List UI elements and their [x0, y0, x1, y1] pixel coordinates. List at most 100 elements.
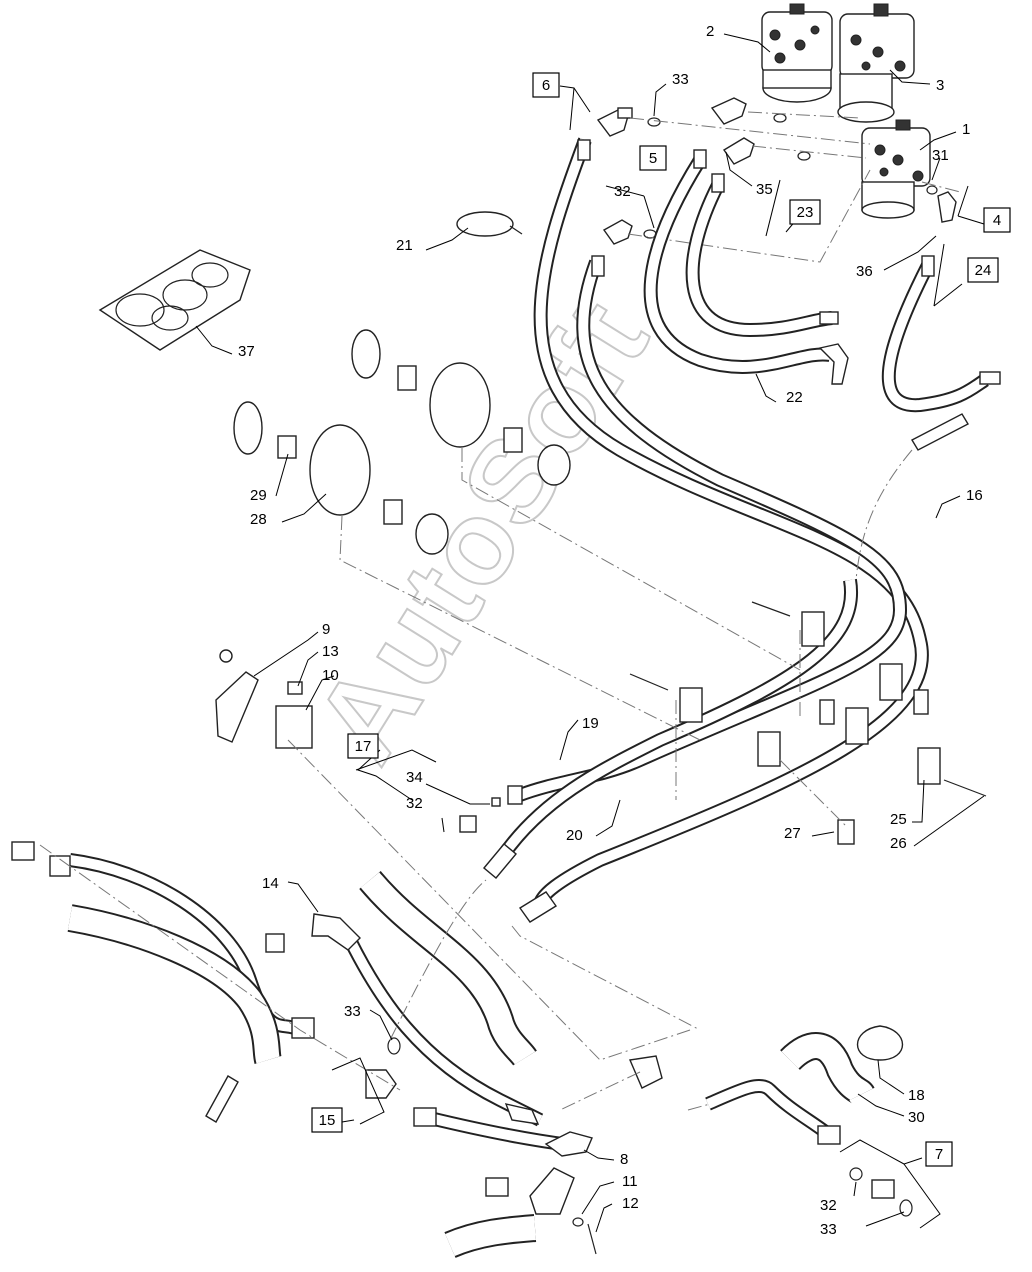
svg-text:15: 15 — [319, 1112, 336, 1129]
boxed-callout-4[interactable]: 4 — [983, 207, 1011, 233]
plate — [913, 689, 929, 715]
elbow-fitting-a — [710, 97, 747, 125]
steering-unit-2 — [761, 3, 833, 103]
clamp-insert — [503, 427, 523, 453]
seal-kit-37 — [98, 249, 251, 351]
svg-text:6: 6 — [542, 77, 550, 94]
hose-lower-a — [69, 853, 304, 1037]
o-ring-33-low — [387, 1037, 401, 1055]
clamp-21 — [456, 211, 523, 237]
svg-text:24: 24 — [975, 262, 992, 279]
alignment-line — [921, 181, 961, 193]
clamp-block — [879, 663, 903, 701]
callout-32-right[interactable]: 32 — [820, 1197, 837, 1214]
callout-37[interactable]: 37 — [238, 343, 255, 360]
elbow-fitting-6 — [596, 107, 633, 137]
callout-31[interactable]: 31 — [932, 147, 949, 164]
hose-end-16-top — [911, 413, 969, 451]
o-ring-a — [773, 113, 787, 123]
boxed-callout-7[interactable]: 7 — [925, 1141, 953, 1167]
callout-19[interactable]: 19 — [582, 715, 599, 732]
elbow-fitting-5 — [602, 219, 633, 245]
bolt — [629, 673, 669, 691]
callout-27[interactable]: 27 — [784, 825, 801, 842]
alignment-line — [855, 449, 913, 581]
clamp-loop-b — [351, 329, 381, 379]
callout-18[interactable]: 18 — [908, 1087, 925, 1104]
alignment-line — [559, 1071, 641, 1111]
steering-unit-3 — [837, 3, 915, 123]
alignment-line — [339, 515, 701, 741]
boxed-callout-6[interactable]: 6 — [532, 72, 560, 98]
clamp-block — [801, 611, 825, 647]
callout-26[interactable]: 26 — [890, 835, 907, 852]
boxed-callout-24[interactable]: 24 — [967, 257, 999, 283]
hose-lower-c-thick — [359, 870, 537, 1067]
boxed-callout-15[interactable]: 15 — [311, 1107, 343, 1133]
alignment-line — [747, 111, 861, 119]
alignment-line — [511, 925, 701, 1031]
callout-1[interactable]: 1 — [962, 121, 970, 138]
alignment-line — [39, 844, 401, 1091]
callout-33-low[interactable]: 33 — [344, 1003, 361, 1020]
fitting-34 — [491, 797, 501, 807]
callout-33-top[interactable]: 33 — [672, 71, 689, 88]
callout-2[interactable]: 2 — [706, 23, 714, 40]
callout-28[interactable]: 28 — [250, 511, 267, 528]
elbow-8 — [544, 1131, 593, 1157]
callout-35[interactable]: 35 — [756, 181, 773, 198]
washer-11 — [572, 1217, 584, 1227]
callout-34[interactable]: 34 — [406, 769, 423, 786]
adapter-7 — [871, 1179, 895, 1199]
callout-22[interactable]: 22 — [786, 389, 803, 406]
bolt-26 — [943, 779, 987, 797]
watermark: AutoSoft — [290, 278, 674, 784]
elbow-end-22 — [818, 343, 849, 385]
alignment-line — [779, 759, 847, 827]
hose-23 — [685, 181, 833, 338]
alignment-line — [751, 145, 867, 159]
callout-20[interactable]: 20 — [566, 827, 583, 844]
o-ring-33-right — [899, 1199, 913, 1217]
bolt-12 — [587, 1223, 597, 1255]
elbow-fitting-35 — [722, 137, 755, 165]
o-ring-33-top — [647, 117, 661, 127]
alignment-line — [389, 879, 487, 1041]
callout-11[interactable]: 11 — [622, 1173, 638, 1190]
callout-21[interactable]: 21 — [396, 237, 413, 254]
callout-33-right[interactable]: 33 — [820, 1221, 837, 1238]
boxed-callout-5[interactable]: 5 — [639, 145, 667, 171]
callout-12[interactable]: 12 — [622, 1195, 639, 1212]
callout-10[interactable]: 10 — [322, 667, 339, 684]
alignment-line — [461, 448, 801, 671]
callout-9[interactable]: 9 — [322, 621, 330, 638]
o-ring-b — [797, 151, 811, 161]
clamp-block — [845, 707, 869, 745]
callout-16[interactable]: 16 — [966, 487, 983, 504]
callout-3[interactable]: 3 — [936, 77, 944, 94]
clamp-block — [757, 731, 781, 767]
alignment-line — [687, 1103, 711, 1111]
callout-30[interactable]: 30 — [908, 1109, 925, 1126]
hose-end — [921, 255, 935, 277]
hose-19 — [517, 259, 908, 802]
hose-end — [711, 173, 725, 193]
callout-36[interactable]: 36 — [856, 263, 873, 280]
callout-14[interactable]: 14 — [262, 875, 279, 892]
leaders — [195, 33, 985, 1233]
clamp-insert — [383, 499, 403, 525]
callout-29[interactable]: 29 — [250, 487, 267, 504]
callout-8[interactable]: 8 — [620, 1151, 628, 1168]
callout-32-top[interactable]: 32 — [614, 183, 631, 200]
callout-25[interactable]: 25 — [890, 811, 907, 828]
callout-32-mid[interactable]: 32 — [406, 795, 423, 812]
svg-text:23: 23 — [797, 204, 814, 221]
hose-end — [577, 139, 591, 161]
hose-lower-b-thick — [67, 904, 282, 1065]
boxed-callout-17[interactable]: 17 — [347, 733, 379, 759]
tee-15 — [365, 1069, 397, 1099]
alignment-line — [627, 169, 871, 263]
boxed-callout-23[interactable]: 23 — [789, 199, 821, 225]
callout-13[interactable]: 13 — [322, 643, 339, 660]
